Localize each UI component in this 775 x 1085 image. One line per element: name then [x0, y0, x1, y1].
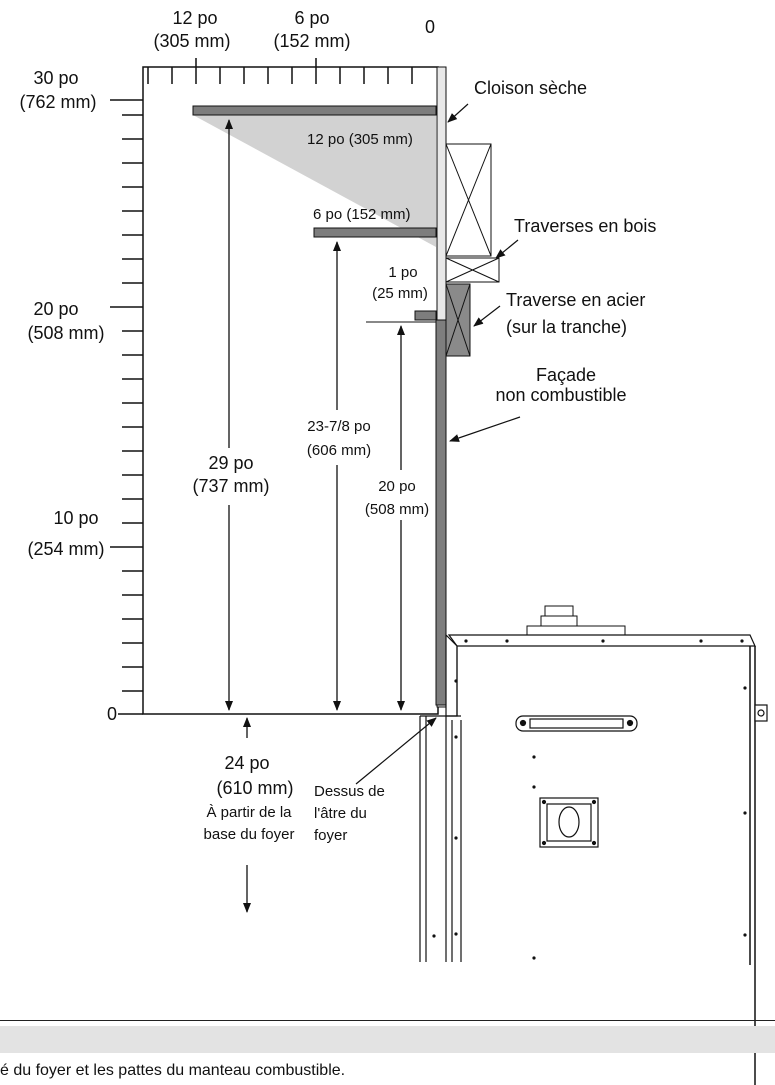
left-ruler-ticks [110, 99, 143, 715]
body-screws [532, 686, 747, 960]
wood-stud-upper [445, 143, 492, 257]
shelf-6-label: 6 po (152 mm) [313, 206, 411, 223]
top-scale-zero: 0 [425, 17, 435, 37]
wood-stud-lower [445, 257, 500, 283]
base-dim-po: 24 po [224, 753, 269, 773]
top-scale-12-mm: (305 mm) [153, 31, 230, 51]
shelf-6-po [313, 227, 437, 238]
left-scale-zero: 0 [107, 704, 117, 724]
steel-stud [445, 283, 471, 357]
base-dim-mm: (610 mm) [216, 778, 293, 798]
shelf-1-po [414, 310, 437, 321]
shelf-1-po-label: 1 po [388, 264, 417, 281]
top-scale-12-po: 12 po [172, 8, 217, 28]
callout-facade-1: Façade [536, 365, 596, 385]
dim-23-po: 23-7/8 po [307, 418, 370, 435]
fireplace-flue-collar [526, 605, 626, 637]
top-plate-screws [464, 639, 744, 643]
base-from-1: À partir de la [206, 804, 292, 821]
callout-steel-2: (sur la tranche) [506, 317, 627, 337]
top-scale-6-mm: (152 mm) [273, 31, 350, 51]
hearth-label-3: foyer [314, 827, 347, 844]
non-combustible-facade [435, 319, 447, 706]
hearth-label-2: l'âtre du [314, 805, 367, 822]
callout-steel-leader [473, 305, 501, 327]
fireplace-oval-port [539, 797, 599, 848]
fireplace-side-tab [754, 704, 768, 722]
callout-facade-leader [449, 416, 521, 442]
lower-front-screws [432, 679, 458, 938]
footer-note: é du foyer et les pattes du manteau comb… [0, 1062, 346, 1079]
fireplace-front-frame [445, 633, 458, 717]
footer-band [0, 1026, 775, 1053]
left-scale-30-po: 30 po [33, 68, 78, 88]
shelf-1-mm-label: (25 mm) [372, 285, 428, 302]
dim-23-mm: (606 mm) [307, 442, 371, 459]
fireplace-handle [515, 715, 638, 732]
left-scale-10-mm: (254 mm) [27, 539, 104, 559]
fireplace-lower-front [419, 715, 462, 962]
hearth-label-1: Dessus de [314, 783, 385, 800]
callout-steel-1: Traverse en acier [506, 290, 645, 310]
footer-divider [0, 1020, 775, 1021]
left-scale-20-po: 20 po [33, 299, 78, 319]
top-ruler-ticks [147, 58, 413, 84]
callout-facade-2: non combustible [495, 385, 626, 405]
dim-20-po: 20 po [378, 478, 416, 495]
top-scale-6-po: 6 po [294, 8, 329, 28]
base-from-2: base du foyer [204, 826, 295, 843]
dim-20-mm: (508 mm) [365, 501, 429, 518]
callout-wood-leader [495, 239, 519, 259]
shelf-12-label: 12 po (305 mm) [307, 131, 413, 148]
clearance-zone [193, 115, 436, 247]
shelf-12-po [192, 105, 437, 116]
left-scale-20-mm: (508 mm) [27, 323, 104, 343]
left-scale-10-po: 10 po [53, 508, 98, 528]
left-scale-30-mm: (762 mm) [19, 92, 96, 112]
dim-29-mm: (737 mm) [192, 476, 269, 496]
hearth-leader [355, 717, 437, 785]
dim-29-po: 29 po [208, 453, 253, 473]
callout-drywall-leader [447, 103, 469, 123]
callout-wood-studs: Traverses en bois [514, 216, 656, 236]
callout-drywall: Cloison sèche [474, 78, 587, 98]
